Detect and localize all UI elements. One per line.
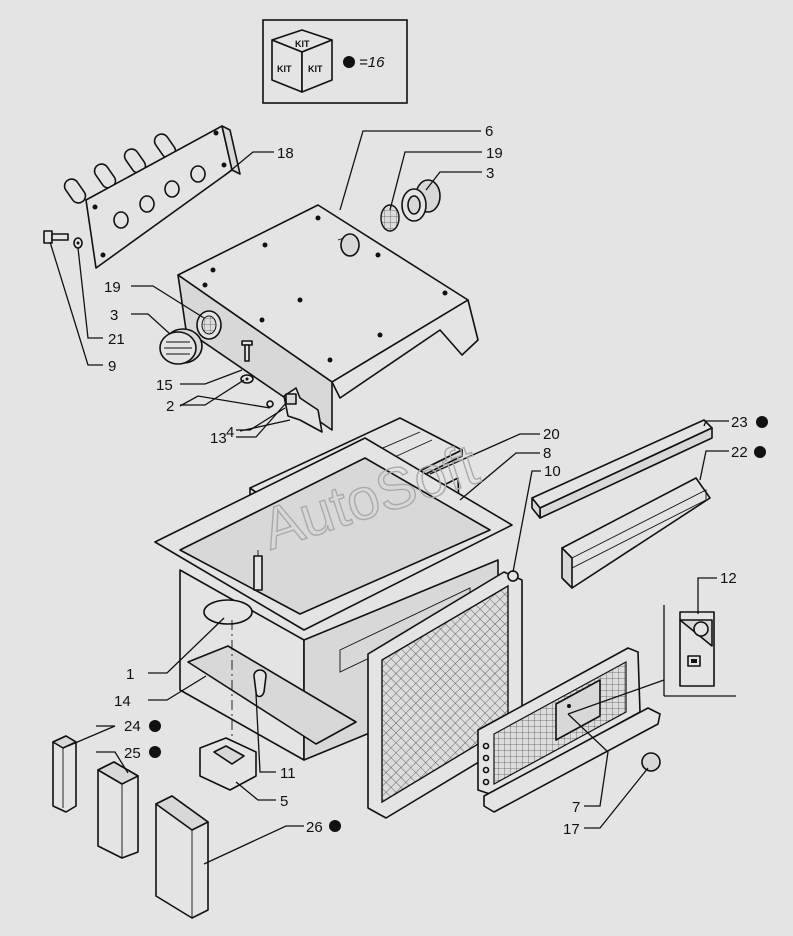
kit-legend: KIT KIT KIT =16	[262, 19, 408, 104]
part-3-vent-lower	[159, 328, 203, 365]
callouts: 18 6 19 3 19 3 21 9 15 2 13 4 20 8 10 23…	[104, 123, 768, 838]
callout-19-upper: 19	[486, 145, 503, 162]
callout-25-bullet-icon	[149, 746, 161, 758]
callout-14: 14	[114, 693, 131, 710]
part-3-grommet-upper	[401, 179, 441, 222]
kit-face-right: KIT	[308, 64, 323, 74]
kit-bullet-icon	[343, 56, 355, 68]
callout-13: 13	[210, 430, 227, 447]
part-13-latch	[266, 387, 323, 433]
part-5-cup	[199, 620, 257, 791]
callout-10: 10	[544, 463, 561, 480]
part-24-pad	[52, 735, 77, 813]
leader-lines	[49, 130, 729, 865]
part-9-bolt	[43, 230, 83, 249]
part-19-gasket-upper	[380, 204, 400, 232]
callout-20: 20	[543, 426, 560, 443]
callout-24: 24	[124, 718, 141, 735]
callout-26-bullet-icon	[329, 820, 341, 832]
callout-7: 7	[572, 799, 580, 816]
callout-12: 12	[720, 570, 737, 587]
kit-equation: =16	[359, 54, 385, 71]
callout-15: 15	[156, 377, 173, 394]
callout-1: 1	[126, 666, 134, 683]
part-12-label	[663, 605, 736, 697]
callout-17: 17	[563, 821, 580, 838]
part-15-screw	[240, 340, 254, 384]
callout-5: 5	[280, 793, 288, 810]
part-22-strip	[561, 477, 711, 589]
part-26-pad	[155, 795, 209, 919]
callout-4: 4	[226, 424, 234, 441]
callout-11: 11	[280, 765, 296, 782]
kit-cube-icon: KIT KIT KIT	[271, 29, 333, 93]
callout-19-lower: 19	[104, 279, 121, 296]
callout-26: 26	[306, 819, 323, 836]
callout-23-bullet-icon	[756, 416, 768, 428]
callout-21: 21	[108, 331, 125, 348]
callout-9: 9	[108, 358, 116, 375]
callout-3-lower: 3	[110, 307, 118, 324]
callout-6: 6	[485, 123, 493, 140]
callout-2: 2	[166, 398, 174, 415]
part-23-strip	[531, 419, 713, 519]
callout-18: 18	[277, 145, 294, 162]
part-18-tube-plate	[63, 125, 241, 269]
part-17-knob	[641, 752, 661, 772]
part-6-cover	[177, 204, 479, 431]
part-11-plug	[253, 669, 267, 698]
callout-23: 23	[731, 414, 748, 431]
callout-8: 8	[543, 445, 551, 462]
part-25-pad	[97, 761, 139, 859]
callout-3-upper: 3	[486, 165, 494, 182]
callout-22: 22	[731, 444, 748, 461]
part-14-base	[187, 645, 357, 745]
callout-24-bullet-icon	[149, 720, 161, 732]
kit-face-left: KIT	[277, 64, 292, 74]
callout-25: 25	[124, 745, 141, 762]
callout-22-bullet-icon	[754, 446, 766, 458]
kit-face-top: KIT	[295, 39, 310, 49]
